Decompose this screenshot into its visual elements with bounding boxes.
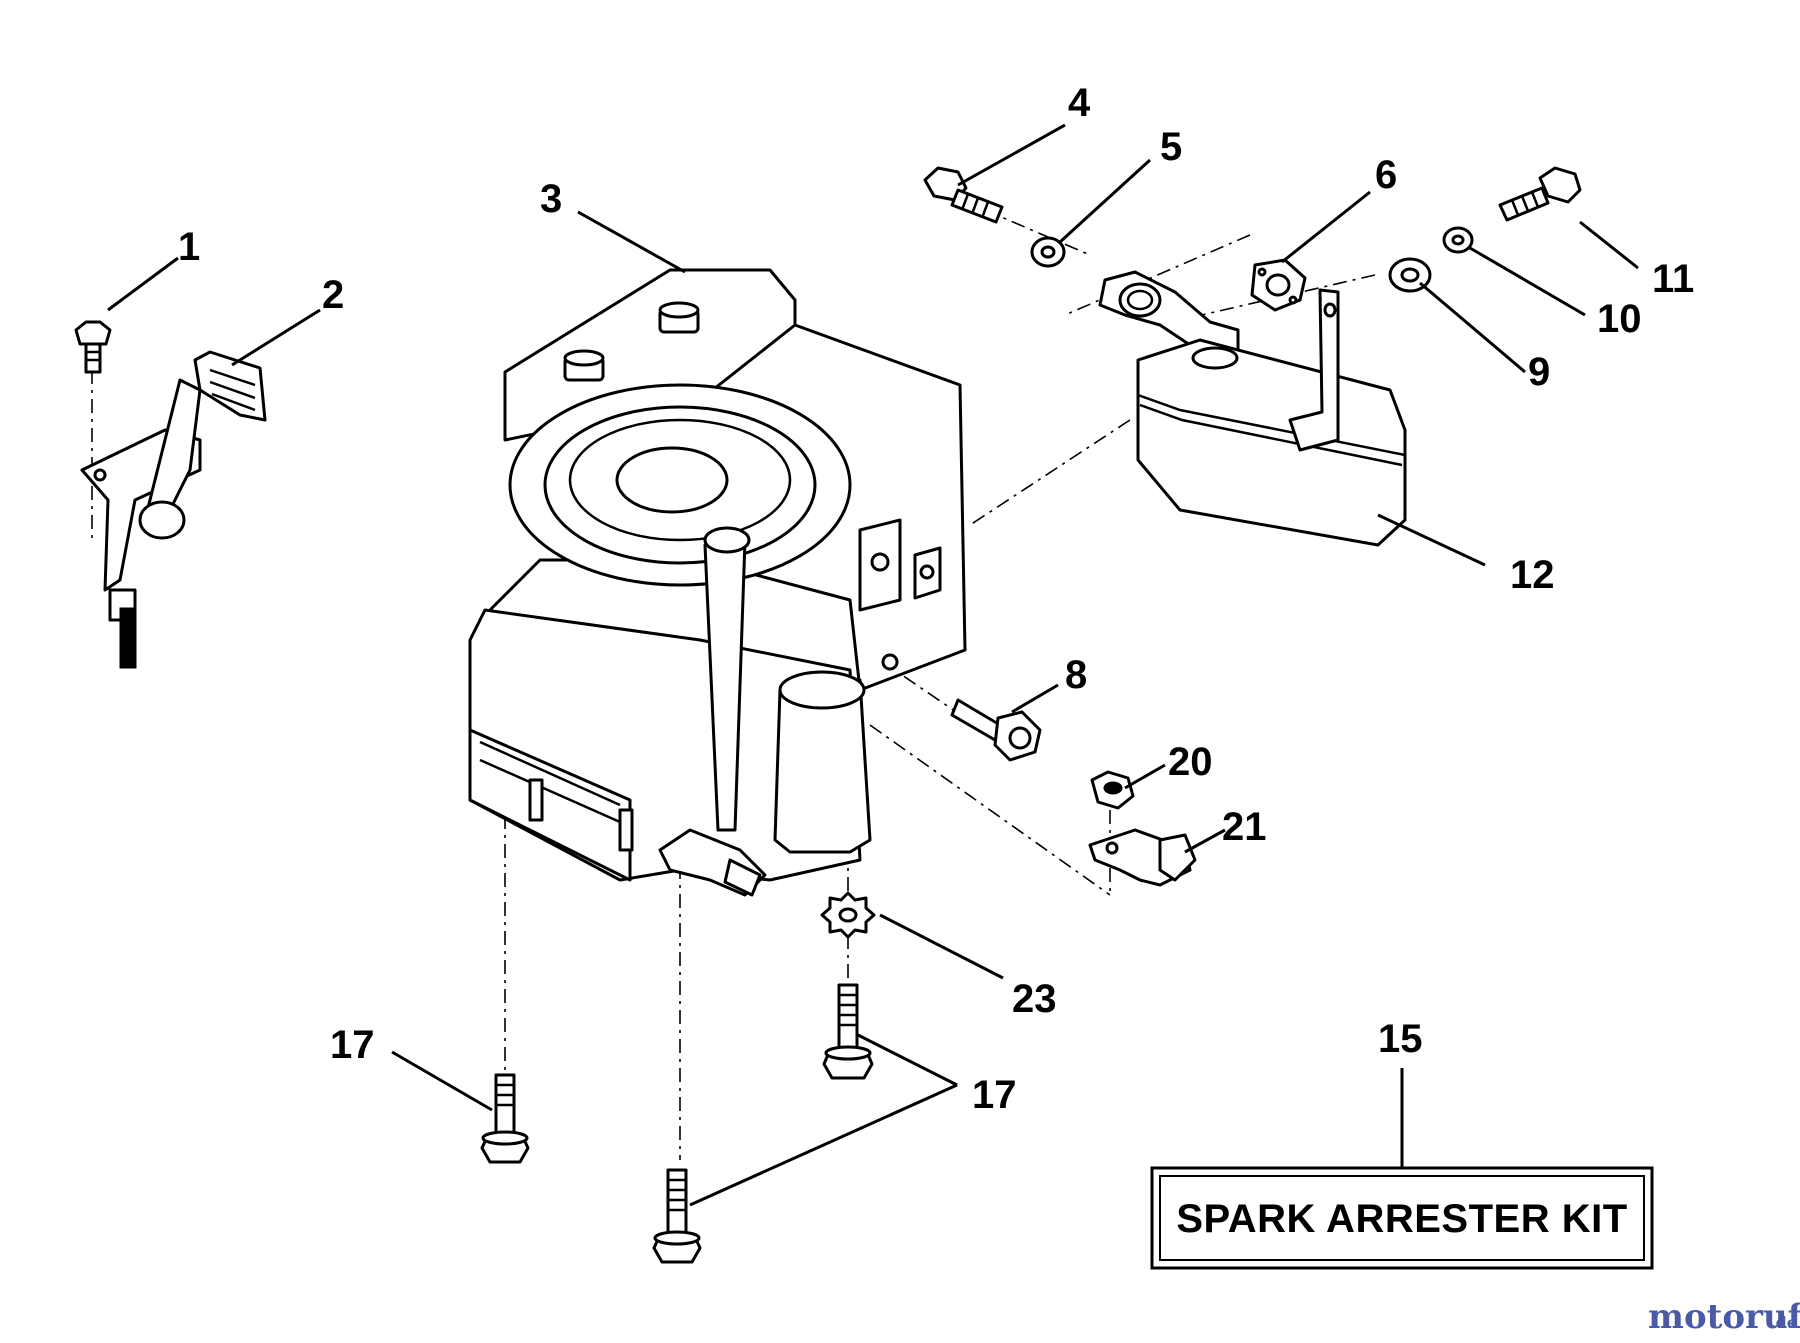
callout-9: 9 — [1528, 350, 1550, 394]
part-17-bolt-center — [822, 983, 874, 1080]
spark-arrester-kit-box: SPARK ARRESTER KIT — [1150, 1166, 1654, 1270]
part-11-bolt — [1498, 166, 1582, 222]
part-5-washer — [1030, 236, 1066, 268]
watermark-suffix: .de — [1770, 1313, 1797, 1332]
part-8-bolt — [950, 698, 1042, 762]
callout-4: 4 — [1068, 81, 1091, 125]
part-23-star-washer — [820, 891, 876, 939]
callout-6: 6 — [1375, 153, 1397, 197]
callout-23: 23 — [1012, 977, 1057, 1021]
part-2-throttle-control — [80, 350, 267, 669]
part-4-bolt — [923, 166, 1004, 224]
callout-20: 20 — [1168, 740, 1213, 784]
callout-12: 12 — [1510, 553, 1555, 597]
part-20-nut — [1090, 770, 1135, 810]
callout-8: 8 — [1065, 653, 1087, 697]
callout-2: 2 — [322, 273, 344, 317]
part-10-lockwasher — [1442, 226, 1474, 254]
callout-labels: 1 2 3 4 5 6 11 10 9 12 8 20 21 23 17 17 … — [178, 81, 1694, 1117]
callout-1: 1 — [178, 225, 200, 269]
part-17-bolt-bottom — [652, 1168, 702, 1264]
callout-10: 10 — [1597, 297, 1642, 341]
callout-17-right: 17 — [972, 1073, 1017, 1117]
callout-17-left: 17 — [330, 1023, 375, 1067]
callout-3: 3 — [540, 177, 562, 221]
part-12-muffler — [1136, 288, 1407, 547]
part-6-gasket — [1250, 258, 1307, 312]
watermark: motoruf .de — [1648, 1297, 1800, 1337]
spark-arrester-kit-label: SPARK ARRESTER KIT — [1176, 1197, 1627, 1241]
callout-15: 15 — [1378, 1017, 1423, 1061]
callout-5: 5 — [1160, 125, 1182, 169]
part-17-bolt-left — [480, 1073, 530, 1164]
callout-21: 21 — [1222, 805, 1267, 849]
leader-lines — [107, 123, 1639, 1207]
part-1-bolt — [74, 320, 112, 374]
part-3-engine — [468, 268, 967, 897]
part-21-clamp — [1088, 828, 1197, 887]
watermark-brand: motoruf — [1648, 1297, 1800, 1337]
callout-11: 11 — [1652, 257, 1694, 301]
